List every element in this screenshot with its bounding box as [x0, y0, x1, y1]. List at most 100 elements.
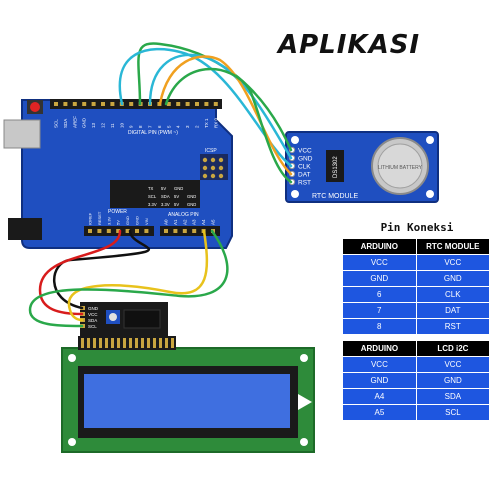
digital-label: DIGITAL PIN (PWM ~) — [128, 130, 178, 136]
power-jack — [8, 218, 42, 240]
power-pin-label: GND — [135, 216, 140, 225]
rtc-pin-label: DAT — [298, 171, 311, 178]
page-title: APLIKASI — [278, 30, 421, 60]
rtc-table-header-module: RTC MODULE — [415, 238, 491, 255]
rtc-table-cell: CLK — [415, 286, 491, 303]
wire-rtc-vcc — [137, 42, 293, 152]
icsp-pin-hole — [210, 173, 216, 179]
lcd-pin — [147, 338, 150, 348]
analog-pin-label: A5 — [211, 219, 216, 225]
power-pin-hole — [116, 229, 121, 233]
icsp-text: GND — [187, 194, 196, 199]
rtc-pin-label: GND — [298, 155, 313, 162]
digital-pin-label: 12 — [101, 122, 106, 128]
lcd-table-cell: GND — [415, 372, 491, 389]
rtc-table-cell: RST — [415, 318, 491, 335]
wire-lcd-sda — [67, 229, 209, 322]
lcd-table-cell: SDA — [415, 388, 491, 405]
lcd-pin — [111, 338, 114, 348]
icsp-pin-hole — [202, 165, 208, 171]
pin-koneksi-title: Pin Koneksi — [380, 221, 454, 234]
power-pin-hole — [135, 229, 139, 233]
digital-pin-hole — [166, 102, 171, 106]
i2c-pin-label: SCL — [88, 324, 97, 329]
icsp-text: GND — [187, 202, 196, 207]
wires — [28, 42, 293, 328]
icsp-text: SDA — [161, 194, 170, 199]
lcd-pin — [87, 338, 90, 348]
power-pin-hole — [144, 229, 149, 233]
rtc-table-cell: DAT — [415, 302, 491, 319]
lcd-pin — [123, 338, 126, 348]
rtc-pin-label: CLK — [298, 163, 311, 170]
wire-rtc-dat — [158, 55, 293, 176]
digital-pin-label: 4 — [176, 125, 181, 128]
lcd-table-cell: A5 — [342, 404, 417, 421]
power-pin-label: IOREF — [88, 212, 93, 225]
icsp-text: SCL — [148, 194, 157, 199]
analog-pin-hole — [192, 229, 197, 233]
battery-label: LITHIUM BATTERY — [378, 165, 423, 171]
icsp-text: GND — [174, 186, 183, 191]
digital-pin-label: GND — [82, 117, 87, 128]
icsp-pin-hole — [202, 157, 208, 163]
digital-pin-label: 7 — [148, 125, 153, 128]
rtc-table-cell: 7 — [342, 302, 417, 319]
icsp-text: 3.3V — [161, 202, 170, 207]
icsp-text: 3.3V — [148, 202, 157, 207]
digital-pin-hole — [204, 102, 209, 106]
rtc-pin-label: VCC — [298, 147, 312, 154]
wire-rtc-rst — [164, 67, 293, 184]
wire-lcd-gnd — [53, 229, 151, 310]
rtc-table-header-arduino: ARDUINO — [342, 238, 417, 255]
rtc-table-cell: VCC — [415, 254, 491, 271]
rtc-module-label: RTC MODULE — [312, 193, 358, 200]
digital-pin-label: 8 — [138, 125, 143, 128]
lcd-table-cell: VCC — [342, 356, 417, 373]
lcd-pin — [171, 338, 174, 348]
icsp-pin-hole — [218, 165, 224, 171]
rtc-chip — [326, 150, 344, 182]
digital-pin-label: 13 — [91, 122, 96, 128]
digital-pin-hole — [195, 102, 199, 106]
digital-pin-hole — [129, 102, 134, 106]
wire-lcd-scl — [28, 229, 229, 328]
digital-header — [50, 99, 222, 109]
digital-pin-label: TX 1 — [204, 118, 209, 128]
wire-lcd-vcc — [38, 229, 122, 316]
digital-pin-label: 2 — [195, 125, 200, 128]
digital-pin-label: 5 — [166, 125, 171, 128]
lcd-table-cell: A4 — [342, 388, 417, 405]
analog-pin-hole — [164, 229, 168, 233]
lcd-pin — [81, 338, 84, 348]
power-pin-label: GND — [125, 216, 130, 225]
lcd-pin — [135, 338, 138, 348]
icsp-text: 5V — [161, 186, 166, 191]
digital-pin-hole — [110, 102, 115, 106]
digital-pin-label: 3 — [185, 125, 190, 128]
icsp-pin-hole — [218, 157, 224, 163]
rtc-chip-label: DS1302 — [333, 156, 339, 178]
digital-pin-label: 11 — [110, 123, 115, 128]
analog-pin-label: A1 — [173, 219, 178, 225]
lcd-pin — [117, 338, 120, 348]
analog-header — [160, 226, 220, 236]
icsp-label: ICSP — [205, 148, 217, 154]
analog-label: ANALOG PIN — [168, 212, 199, 218]
lcd-pin — [93, 338, 96, 348]
analog-pin-label: A4 — [201, 219, 206, 225]
rtc-pin-label: RST — [298, 179, 311, 186]
digital-pin-label: SDA — [63, 119, 68, 128]
power-pin-hole — [97, 229, 102, 233]
lcd-table-cell: GND — [342, 372, 417, 389]
icsp-pin-hole — [218, 173, 224, 179]
i2c-pin-label: GND — [88, 306, 99, 311]
lcd-header — [78, 336, 176, 350]
